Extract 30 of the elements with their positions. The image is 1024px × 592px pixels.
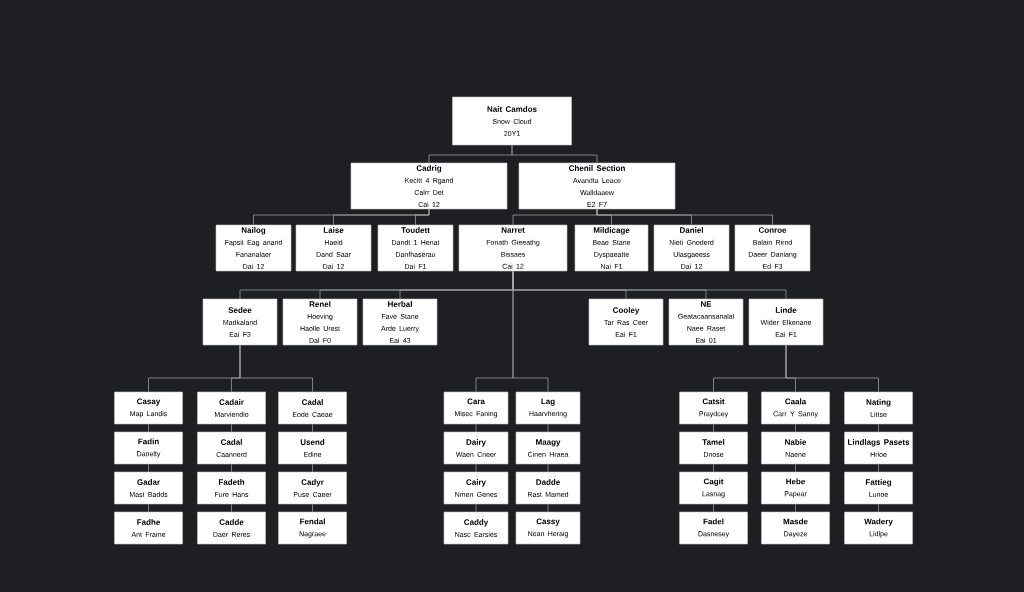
connector-line (785, 344, 879, 393)
connector-line (547, 423, 549, 433)
connector-line (312, 463, 313, 473)
connector-line (511, 144, 598, 164)
connector-line (148, 423, 149, 433)
connector-line (148, 503, 149, 513)
connector-line (795, 423, 796, 433)
connector-line (713, 423, 714, 433)
connector-line (547, 463, 549, 473)
connector-line (231, 423, 232, 433)
connector-line (547, 503, 549, 513)
connector-line (795, 463, 796, 473)
connector-line (475, 503, 477, 513)
connector-line (231, 503, 232, 513)
connector-line (512, 270, 549, 393)
connector-line (475, 423, 477, 433)
connector-line (312, 503, 313, 513)
connector-line (878, 423, 879, 433)
connector-line (475, 463, 477, 473)
connector-line (239, 344, 313, 393)
connector-line (148, 463, 149, 473)
connector-line (878, 463, 879, 473)
connector-line (713, 503, 714, 513)
connector-line (878, 503, 879, 513)
connector-line (795, 503, 796, 513)
connector-line (713, 463, 714, 473)
connector-line (596, 208, 773, 226)
connector-line (231, 463, 232, 473)
connector-line (312, 423, 313, 433)
connector-line (415, 208, 430, 226)
